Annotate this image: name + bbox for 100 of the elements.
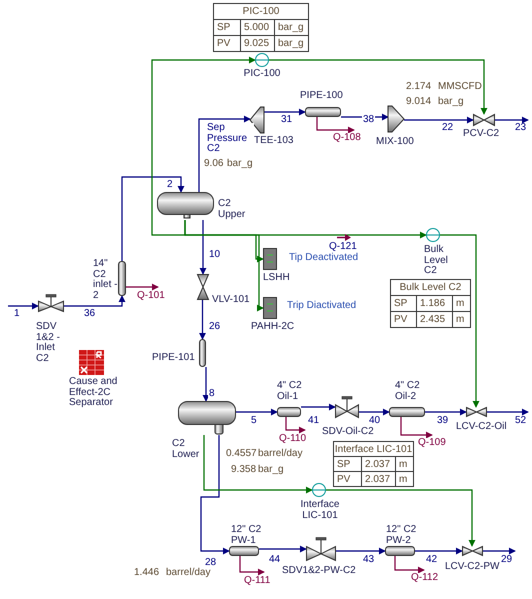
connector-line — [487, 408, 529, 416]
value-label: barrel/day — [258, 449, 302, 460]
equipment-label: 14" C2 inlet - 2 — [93, 259, 118, 301]
equipment-label: 4" C2 Oil-2 — [395, 381, 421, 402]
value-label: Q-121 — [329, 242, 357, 252]
value-label: barrel/day — [166, 568, 210, 578]
connector-line — [202, 367, 210, 402]
equipment-label: LCV-C2-Oil — [456, 422, 508, 432]
value-label: 1.446 — [134, 568, 160, 578]
connector-line — [121, 176, 184, 261]
stream-label: Q-109 — [417, 438, 447, 448]
table-header: PIC-100 — [214, 4, 308, 19]
connector-line — [203, 435, 313, 494]
value-label: 9.014 — [406, 97, 432, 108]
stream-label: 43 — [362, 555, 376, 566]
connector-line — [269, 59, 488, 115]
connector-line — [341, 114, 389, 120]
connector-line — [64, 295, 126, 307]
equipment-label: LCV-C2-PW — [445, 562, 500, 572]
equipment-label: PIPE-101 — [152, 353, 196, 364]
table-cell: m — [396, 472, 413, 486]
stream-label: Sep Pressure C2 — [206, 123, 254, 154]
value-label: 9.06 — [204, 159, 224, 170]
equipment-label: VLV-101 — [212, 295, 251, 306]
stream-label: Q-111 — [243, 576, 272, 586]
table-cell: 2.037 — [362, 457, 395, 471]
connector-line — [259, 546, 307, 552]
equipment-label: 4" C2 Oil-1 — [277, 381, 303, 402]
value-label: bar_g — [227, 159, 253, 170]
table-cell: SP — [391, 296, 416, 311]
connector-line — [200, 220, 206, 275]
connector-line — [236, 408, 278, 416]
equipment-label: SDV 1&2 -Inlet C2 — [36, 322, 61, 364]
connector-line — [336, 548, 386, 554]
connector-line — [198, 116, 251, 192]
table-cell: 9.025 — [241, 36, 274, 51]
value-label: bar_g — [258, 465, 284, 476]
table-cell: bar_g — [275, 36, 308, 51]
table-cell: SP — [334, 457, 361, 471]
equipment-label: PAHH-2C — [251, 322, 296, 332]
connector-line — [301, 404, 336, 410]
connector-line — [483, 548, 516, 554]
stream-label: 38 — [362, 115, 376, 126]
connector-line — [495, 116, 529, 124]
table-cell: PV — [214, 36, 240, 51]
connector-line — [359, 408, 390, 416]
equipment-label: Bulk Level C2 — [424, 245, 449, 276]
connector-line — [316, 117, 355, 134]
connector-line — [425, 408, 467, 416]
table-cell: PV — [391, 312, 416, 327]
equipment-label: C2 Upper — [218, 199, 246, 220]
equipment-label: 12" C2 PW-1 — [231, 525, 262, 546]
connector-line — [126, 284, 159, 290]
stream-label: 52 — [514, 416, 528, 426]
value-label: 0.4557 — [226, 449, 257, 460]
stream-label: 31 — [280, 115, 294, 126]
stream-label: 10 — [208, 250, 222, 260]
connector-line — [199, 300, 206, 340]
table-cell: 2.435 — [417, 312, 452, 327]
connector-line — [239, 556, 265, 576]
equipment-label: SDV-Oil-C2 — [322, 427, 375, 438]
table-cell: 5.000 — [241, 20, 274, 35]
equipment-label: 12" C2 PW-2 — [386, 525, 418, 546]
stream-label: Q-112 — [410, 573, 440, 584]
connector-line — [285, 417, 306, 434]
table-cell: PV — [334, 472, 361, 486]
table-header: Bulk Level C2 — [391, 280, 470, 295]
stream-label: Q-108 — [332, 133, 362, 144]
table-cell: m — [396, 457, 413, 471]
equipment-label: MIX-100 — [376, 137, 415, 148]
stream-label: 23 — [514, 123, 528, 134]
connector-line — [404, 116, 474, 124]
equipment-label: Interface LIC-101 — [300, 500, 340, 521]
value-label: MMSCFD — [438, 82, 482, 92]
stream-label: Q-101 — [136, 291, 166, 302]
equipment-label: TEE-103 — [254, 136, 294, 146]
connector-line — [200, 435, 230, 554]
stream-label: 8 — [208, 389, 216, 400]
table-cell: m — [453, 296, 470, 311]
equipment-label: PIC-100 — [242, 69, 282, 80]
stream-label: 36 — [83, 309, 96, 320]
value-label: bar_g — [438, 97, 464, 108]
connector-line — [326, 489, 476, 547]
status-text: Tip Deactivated — [289, 253, 359, 264]
table-cell: 2.037 — [362, 472, 395, 486]
stream-label: 5 — [250, 416, 258, 426]
connector-line — [264, 108, 306, 116]
stream-label: 39 — [436, 416, 450, 426]
connector-line — [151, 56, 256, 236]
status-text: Trip Diactivated — [287, 301, 357, 312]
equipment-label: Cause and Effect-2C Separator — [69, 377, 118, 408]
equipment-label: PCV-C2 — [463, 129, 500, 140]
value-label: 9.358 — [231, 465, 256, 476]
stream-label: 40 — [368, 416, 382, 426]
connector-line — [400, 417, 433, 438]
stream-label: 26 — [208, 322, 222, 332]
stream-label: 28 — [204, 558, 218, 568]
table-cell: SP — [214, 20, 240, 35]
table-cell: bar_g — [275, 20, 308, 35]
stream-label: 29 — [500, 555, 514, 566]
